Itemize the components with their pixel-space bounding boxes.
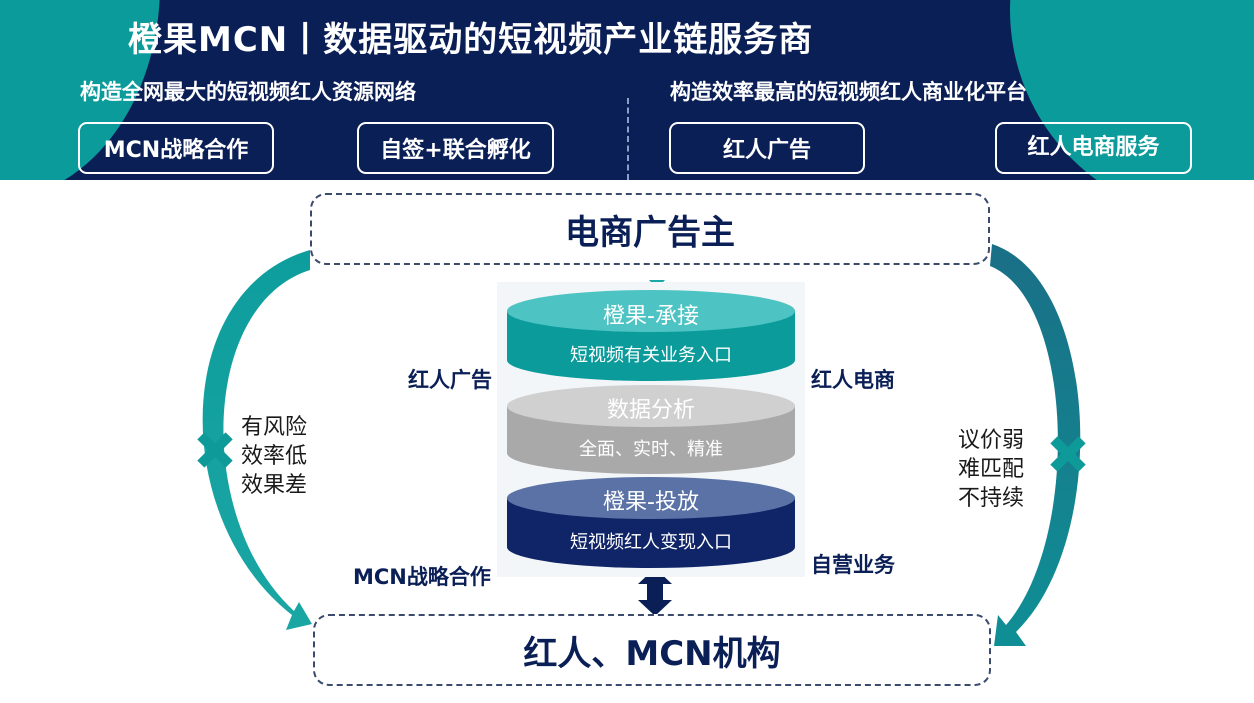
- cross-icon-right: [1050, 436, 1086, 472]
- cross-icon-left: [197, 432, 233, 468]
- page-title: 橙果MCN丨数据驱动的短视频产业链服务商: [128, 20, 814, 60]
- pill-ecommerce-service: 红人电商服务: [995, 122, 1192, 174]
- right-subtitle: 构造效率最高的短视频红人商业化平台: [670, 80, 1027, 104]
- right-curved-arrow: [990, 244, 1081, 646]
- influencer-mcn-box: 红人、MCN机构: [313, 614, 991, 686]
- left-risk-item: 效率低: [241, 444, 308, 469]
- label-mcn-partnership: MCN战略合作: [353, 565, 491, 589]
- label-self-operated: 自营业务: [811, 553, 895, 577]
- header-divider: [627, 98, 629, 180]
- left-risk-list: 有风险 效率低 效果差: [241, 413, 307, 500]
- double-arrow-icon: [638, 568, 672, 616]
- right-risk-item: 不持续: [958, 486, 1025, 511]
- layer-intake-subtitle: 短视频有关业务入口: [570, 345, 732, 366]
- layer-delivery-subtitle: 短视频红人变现入口: [570, 532, 732, 553]
- label-influencer-ads: 红人广告: [408, 368, 492, 392]
- pill-mcn-partnership: MCN战略合作: [78, 122, 274, 174]
- header-banner: 橙果MCN丨数据驱动的短视频产业链服务商 构造全网最大的短视频红人资源网络 构造…: [0, 0, 1254, 180]
- left-subtitle: 构造全网最大的短视频红人资源网络: [80, 80, 416, 104]
- pill-self-sign-incubation: 自签+联合孵化: [357, 122, 554, 174]
- pill-influencer-ads: 红人广告: [669, 122, 865, 174]
- right-risk-item: 议价弱: [958, 428, 1025, 453]
- layer-data-analysis-title: 数据分析: [606, 398, 695, 423]
- layer-intake-title: 橙果-承接: [603, 304, 699, 329]
- label-influencer-ecommerce: 红人电商: [811, 368, 895, 392]
- right-risk-list: 议价弱 难匹配 不持续: [958, 426, 1024, 513]
- layer-delivery-title: 橙果-投放: [603, 490, 699, 515]
- right-risk-item: 难匹配: [958, 457, 1025, 482]
- left-risk-item: 效果差: [241, 473, 308, 498]
- ecommerce-advertiser-box: 电商广告主: [310, 193, 990, 265]
- layer-stack: 橙果-承接 短视频有关业务入口 数据分析 全面、实时、精准 橙果-投放 短视频红…: [497, 282, 805, 577]
- left-risk-item: 有风险: [241, 415, 308, 440]
- left-curved-arrow: [202, 250, 312, 630]
- layer-data-analysis-subtitle: 全面、实时、精准: [579, 439, 723, 460]
